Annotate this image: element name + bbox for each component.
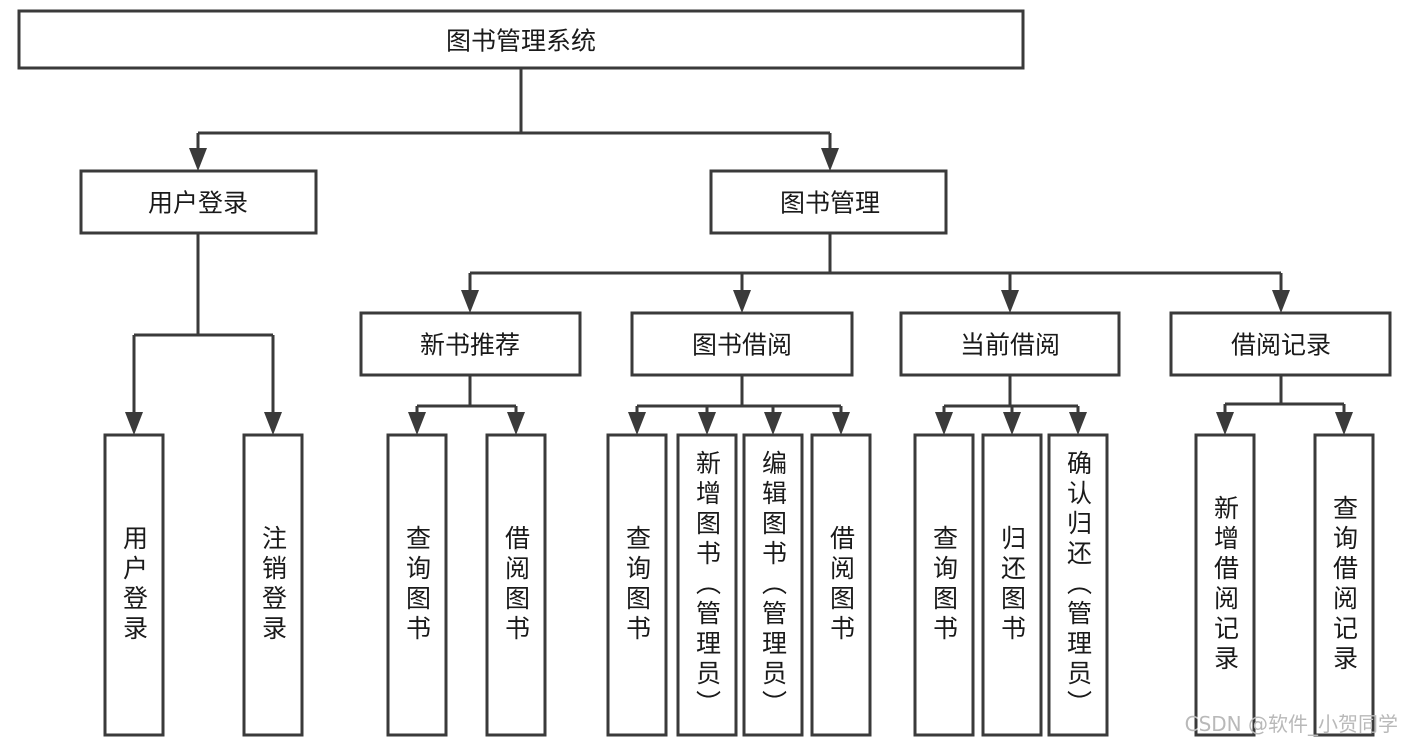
arrowhead-borrow-record [1272, 290, 1290, 313]
arrowhead-book-borrow [733, 290, 751, 313]
node-borrow-record-label: 借阅记录 [1231, 331, 1331, 360]
node-current-borrow-label: 当前借阅 [960, 331, 1060, 360]
arrowhead-leaf-add-borrow-record [1216, 412, 1234, 435]
leaf-return-book-box[interactable] [981, 433, 1043, 737]
node-new-book-recommend-label: 新书推荐 [420, 331, 520, 360]
arrowhead-leaf-query-book-nbr [408, 412, 426, 435]
leaf-query-book-cb[interactable] [913, 433, 975, 737]
leaf-logout-login-box[interactable] [242, 433, 304, 737]
node-borrow-record-box[interactable] [1169, 311, 1392, 377]
leaf-query-borrow-record-box[interactable] [1313, 433, 1375, 737]
leaf-query-book-nbr[interactable] [386, 433, 448, 737]
node-user-login[interactable]: 用户登录 [79, 169, 318, 235]
arrowhead-book-management [821, 148, 839, 171]
leaf-confirm-return-admin[interactable] [1047, 433, 1109, 737]
arrowhead-leaf-query-book-cb [935, 412, 953, 435]
arrowhead-leaf-borrow-book-nbr [507, 412, 525, 435]
node-book-borrow[interactable]: 图书借阅 [630, 311, 854, 377]
leaf-add-borrow-record[interactable] [1194, 433, 1256, 737]
node-book-management[interactable]: 图书管理 [709, 169, 948, 235]
leaf-borrow-book-nbr[interactable] [485, 433, 547, 737]
leaf-logout-login[interactable] [242, 433, 304, 737]
leaf-borrow-book-nbr-box[interactable] [485, 433, 547, 737]
arrowhead-current-borrow [1001, 290, 1019, 313]
arrowhead-user-login [189, 148, 207, 171]
watermark-label: CSDN @软件_小贺同学 [1185, 712, 1398, 736]
leaf-return-book[interactable] [981, 433, 1043, 737]
leaf-add-borrow-record-box[interactable] [1194, 433, 1256, 737]
node-book-management-label: 图书管理 [780, 189, 880, 218]
arrowhead-leaf-edit-book-admin [764, 412, 782, 435]
node-user-login-box[interactable] [79, 169, 318, 235]
leaf-query-borrow-record[interactable] [1313, 433, 1375, 737]
leaf-borrow-book-bb-box[interactable] [810, 433, 872, 737]
leaf-user-login-box[interactable] [103, 433, 165, 737]
arrowhead-leaf-add-book-admin [698, 412, 716, 435]
arrowhead-new-book-recommend [461, 290, 479, 313]
node-current-borrow-box[interactable] [899, 311, 1121, 377]
leaf-query-book-bb[interactable] [606, 433, 668, 737]
node-user-login-label: 用户登录 [148, 189, 248, 218]
leaf-confirm-return-admin-box[interactable] [1047, 433, 1109, 737]
leaf-edit-book-admin[interactable] [742, 433, 804, 737]
leaf-add-book-admin[interactable] [676, 433, 738, 737]
arrowhead-leaf-logout-login [264, 412, 282, 435]
connector-layer [125, 68, 1353, 435]
leaf-edit-book-admin-box[interactable] [742, 433, 804, 737]
node-root[interactable]: 图书管理系统 [17, 9, 1025, 70]
node-current-borrow[interactable]: 当前借阅 [899, 311, 1121, 377]
arrowhead-leaf-confirm-return-admin [1069, 412, 1087, 435]
node-borrow-record[interactable]: 借阅记录 [1169, 311, 1392, 377]
leaf-query-book-bb-box[interactable] [606, 433, 668, 737]
leaf-query-book-cb-box[interactable] [913, 433, 975, 737]
node-new-book-recommend-box[interactable] [359, 311, 582, 377]
arrowhead-leaf-borrow-book-bb [832, 412, 850, 435]
node-new-book-recommend[interactable]: 新书推荐 [359, 311, 582, 377]
node-root-box[interactable] [17, 9, 1025, 70]
node-book-management-box[interactable] [709, 169, 948, 235]
node-book-borrow-label: 图书借阅 [692, 331, 792, 360]
arrowhead-leaf-user-login [125, 412, 143, 435]
node-book-borrow-box[interactable] [630, 311, 854, 377]
leaf-add-book-admin-box[interactable] [676, 433, 738, 737]
arrowhead-leaf-query-book-bb [628, 412, 646, 435]
leaf-user-login[interactable] [103, 433, 165, 737]
leaf-borrow-book-bb[interactable] [810, 433, 872, 737]
leaf-query-book-nbr-box[interactable] [386, 433, 448, 737]
node-root-label: 图书管理系统 [446, 27, 596, 56]
arrowhead-leaf-return-book [1003, 412, 1021, 435]
arrowhead-leaf-query-borrow-record [1335, 412, 1353, 435]
